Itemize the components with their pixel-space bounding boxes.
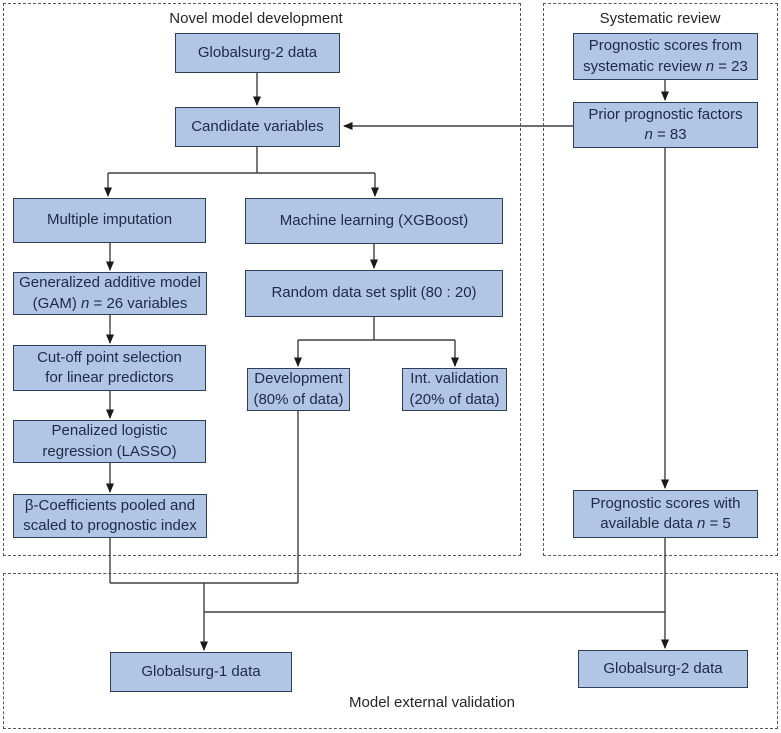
node-text: (GAM) — [32, 294, 81, 312]
node-n-italic: n — [705, 57, 715, 75]
node-globalsurg2-data-top: Globalsurg-2 data — [175, 33, 340, 73]
section-systematic-review — [543, 3, 778, 556]
node-text: = 5 — [705, 515, 731, 532]
node-line: (GAM) n = 26 variables — [33, 294, 188, 314]
node-n-italic: n — [81, 294, 90, 312]
node-text: = 26 variables — [89, 294, 188, 312]
node-line: Generalized additive model — [19, 274, 201, 292]
node-candidate-variables: Candidate variables — [175, 107, 340, 147]
node-line: (20% of data) — [409, 390, 500, 408]
node-text: = 23 — [714, 57, 748, 75]
node-line: scaled to prognostic index — [23, 517, 197, 534]
node-line: Prognostic scores from — [588, 37, 743, 55]
node-cutoff-point-selection: Cut-off point selection for linear predi… — [13, 345, 206, 391]
node-n-italic: n — [644, 126, 653, 143]
node-line: Development — [254, 370, 343, 388]
node-prognostic-scores-review: Prognostic scores from systematic review… — [573, 33, 758, 80]
node-text: available data — [600, 515, 697, 532]
node-line: β-Coefficients pooled and — [24, 496, 196, 514]
node-label: Globalsurg-2 data — [603, 659, 723, 677]
node-label: Candidate variables — [191, 117, 324, 135]
node-gam: Generalized additive model (GAM) n = 26 … — [13, 272, 207, 315]
node-penalized-lasso: Penalized logistic regression (LASSO) — [13, 420, 206, 463]
node-random-data-split: Random data set split (80 : 20) — [245, 270, 503, 317]
section-novel-model-development — [3, 3, 521, 556]
node-int-validation: Int. validation (20% of data) — [402, 368, 507, 411]
node-n-italic: n — [696, 515, 706, 532]
node-line: for linear predictors — [45, 369, 174, 386]
section-title-model-external-validation: Model external validation — [349, 694, 515, 711]
node-label: Random data set split (80 : 20) — [271, 284, 477, 302]
node-beta-coefficients: β-Coefficients pooled and scaled to prog… — [13, 494, 207, 538]
node-globalsurg1-data-bottom: Globalsurg-1 data — [110, 652, 292, 692]
node-line: regression (LASSO) — [42, 442, 177, 460]
node-label: Globalsurg-1 data — [141, 662, 261, 680]
node-text: systematic review — [583, 57, 706, 75]
node-line: n = 83 — [644, 125, 686, 145]
section-title-novel-model-development: Novel model development — [169, 10, 343, 27]
node-line: systematic review n = 23 — [583, 57, 748, 77]
section-model-external-validation — [3, 573, 778, 729]
node-line: Prognostic scores with — [590, 494, 741, 512]
node-line: Cut-off point selection — [37, 348, 182, 366]
node-globalsurg2-data-bottom: Globalsurg-2 data — [578, 650, 748, 688]
node-text: = 83 — [652, 126, 687, 143]
node-label: Globalsurg-2 data — [197, 43, 318, 61]
node-line: Prior prognostic factors — [588, 105, 743, 123]
section-title-systematic-review: Systematic review — [599, 10, 721, 27]
node-line: Int. validation — [410, 370, 499, 388]
node-line: available data n = 5 — [600, 514, 731, 534]
node-label: Multiple imputation — [46, 211, 173, 229]
node-prognostic-scores-available: Prognostic scores with available data n … — [573, 490, 758, 538]
node-label: Machine learning (XGBoost) — [279, 211, 469, 229]
node-line: (80% of data) — [253, 390, 344, 408]
node-multiple-imputation: Multiple imputation — [13, 198, 206, 243]
node-machine-learning: Machine learning (XGBoost) — [245, 198, 503, 244]
node-development: Development (80% of data) — [247, 368, 350, 411]
node-line: Penalized logistic — [51, 422, 168, 440]
node-prior-prognostic-factors: Prior prognostic factors n = 83 — [573, 102, 758, 148]
